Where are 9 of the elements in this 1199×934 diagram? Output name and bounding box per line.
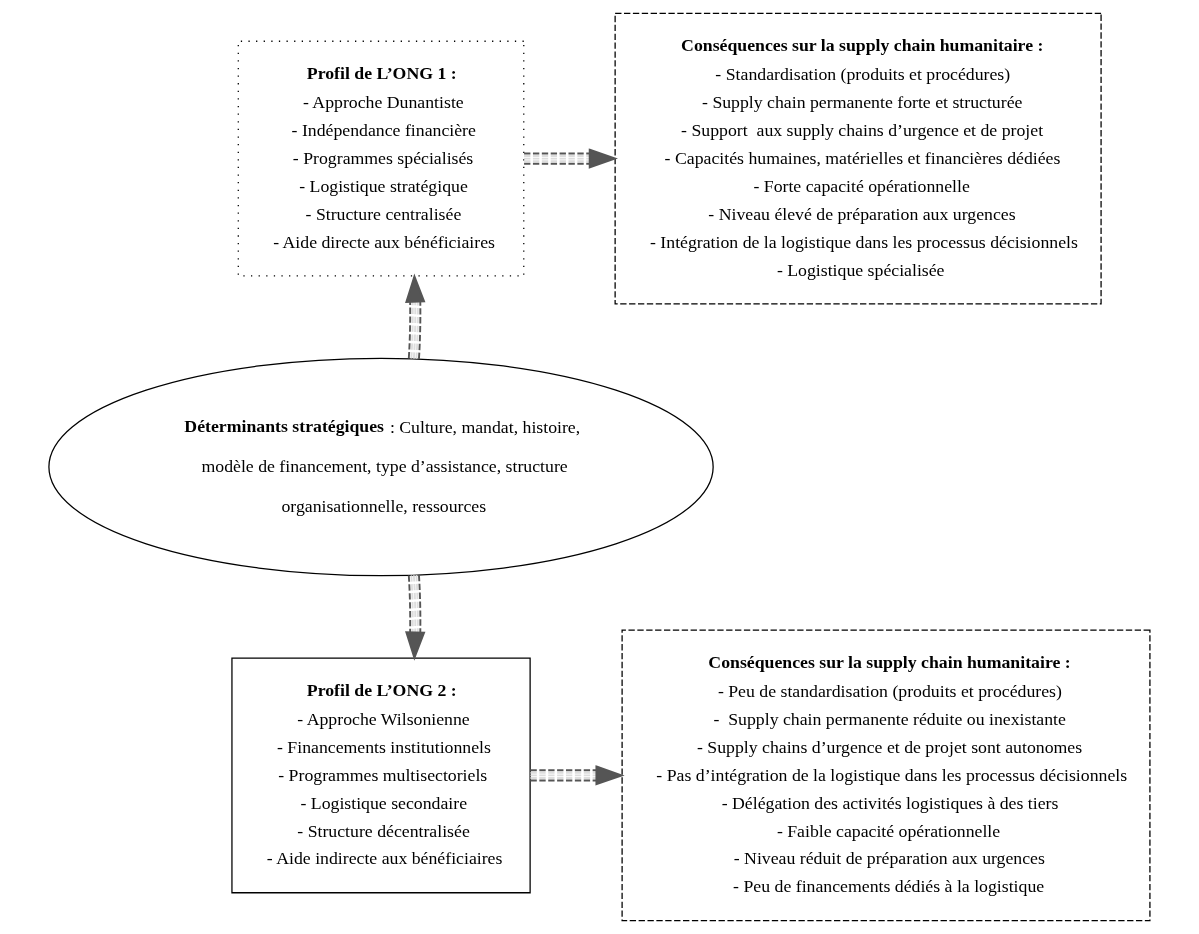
arrow: [523, 148, 618, 169]
node-box: Conséquences sur la supply chain humanitaire : - Standardisation (produits et procédures) - Supply chain permanente forte et structurée - Support aux supply chains d’urgence et de projet - Capacités humaines, matérielles et financières dédiées - Forte capacité opérationnelle - Niveau élevé de préparation aux urgences - Intégration de la logistique dans les processus décisionnels - Logistique spécialisée: [614, 12, 1102, 305]
arrow: [405, 573, 426, 661]
arrow: [405, 273, 426, 360]
node-box: Conséquences sur la supply chain humanitaire : - Peu de standardisation (produits et procédures) - Supply chain permanente réduite ou inexistante - Supply chains d’urgence et de projet sont autonomes - Pas d’intégration de la logistique dans les processus décisionnels - Délégation des activités logistiques à des tiers - Faible capacité opérationnelle - Niveau réduit de préparation aux urgences - Peu de financements dédiés à la logistique: [621, 629, 1151, 922]
node-box: Profil de L’ONG 2 : - Approche Wilsonienne - Financements institutionnels - Programmes multisectoriels - Logistique secondaire - Structure décentralisée - Aide indirecte aux bénéficiaires: [231, 657, 531, 894]
arrow: [529, 765, 625, 786]
node-ellipse: Déterminants stratégiques : Culture, mandat, histoire, modèle de financement, type d’assistance, structure organisationnelle, ressources: [48, 357, 714, 577]
node-box: Profil de L’ONG 1 : - Approche Dunantiste - Indépendance financière - Programmes spécialisés - Logistique stratégique - Structure centralisée - Aide directe aux bénéficiaires: [237, 40, 525, 277]
